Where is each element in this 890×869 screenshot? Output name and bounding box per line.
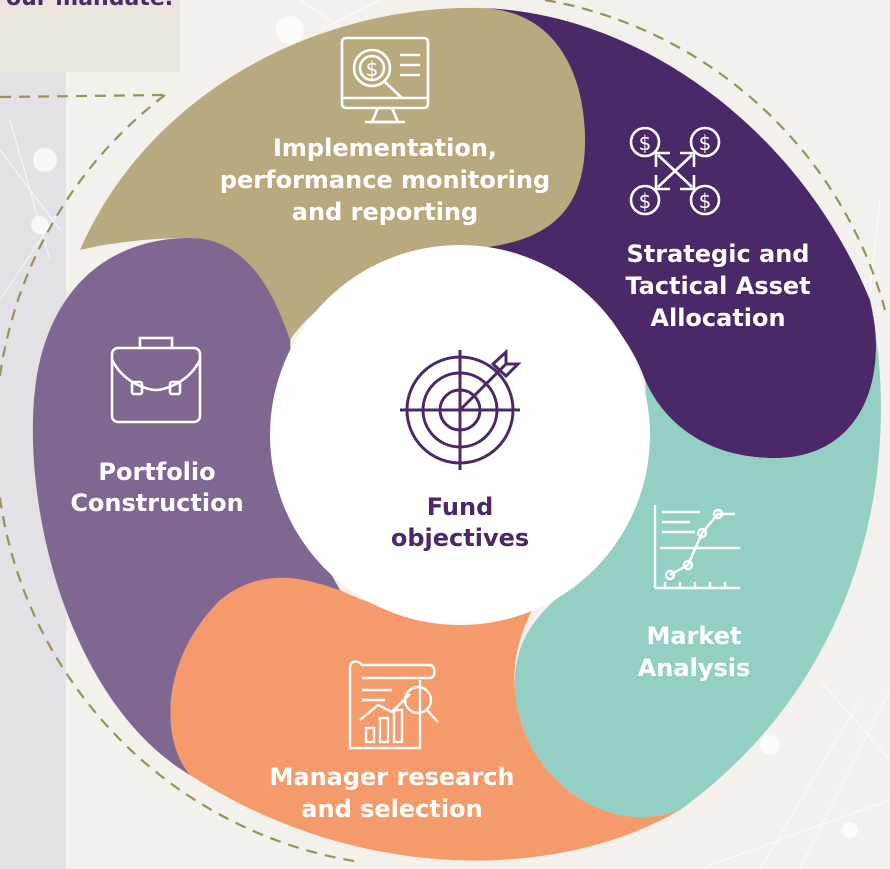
manager-label-line1: Manager research bbox=[269, 763, 514, 791]
segment-implementation bbox=[80, 7, 585, 340]
target-icon bbox=[400, 348, 522, 470]
implementation-label-line2: performance monitoring bbox=[220, 166, 550, 194]
monitor-dollar-icon: $ bbox=[340, 36, 430, 124]
segment-manager bbox=[170, 577, 680, 861]
center-label-line1: Fund bbox=[427, 493, 494, 521]
market-label-line2: Analysis bbox=[638, 654, 751, 682]
line-chart-icon bbox=[653, 505, 740, 590]
svg-text:$: $ bbox=[699, 131, 712, 155]
svg-text:$: $ bbox=[639, 189, 652, 213]
portfolio-label-line2: Construction bbox=[70, 489, 243, 517]
segment-market bbox=[514, 300, 881, 818]
dollar-arrows-icon: $ $ $ $ bbox=[629, 126, 721, 216]
strategic-label-line2: Tactical Asset bbox=[625, 272, 810, 300]
manager-label-line2: and selection bbox=[301, 795, 482, 823]
strategic-label-line1: Strategic and bbox=[627, 240, 810, 268]
briefcase-icon bbox=[110, 336, 202, 424]
svg-text:$: $ bbox=[639, 131, 652, 155]
center-label-line2: objectives bbox=[391, 524, 529, 552]
portfolio-label-line1: Portfolio bbox=[98, 458, 215, 486]
implementation-label-line1: Implementation, bbox=[273, 134, 497, 162]
market-label-line1: Market bbox=[647, 622, 742, 650]
strategic-label-line3: Allocation bbox=[650, 304, 785, 332]
svg-text:$: $ bbox=[366, 57, 379, 81]
header-partial-text: our mandate. bbox=[6, 0, 173, 11]
dashed-line-top bbox=[0, 93, 166, 99]
svg-text:$: $ bbox=[699, 189, 712, 213]
segment-strategic bbox=[480, 8, 876, 459]
dashed-ring-left bbox=[0, 94, 361, 864]
implementation-label-line3: and reporting bbox=[292, 198, 478, 226]
report-search-icon bbox=[348, 660, 439, 750]
